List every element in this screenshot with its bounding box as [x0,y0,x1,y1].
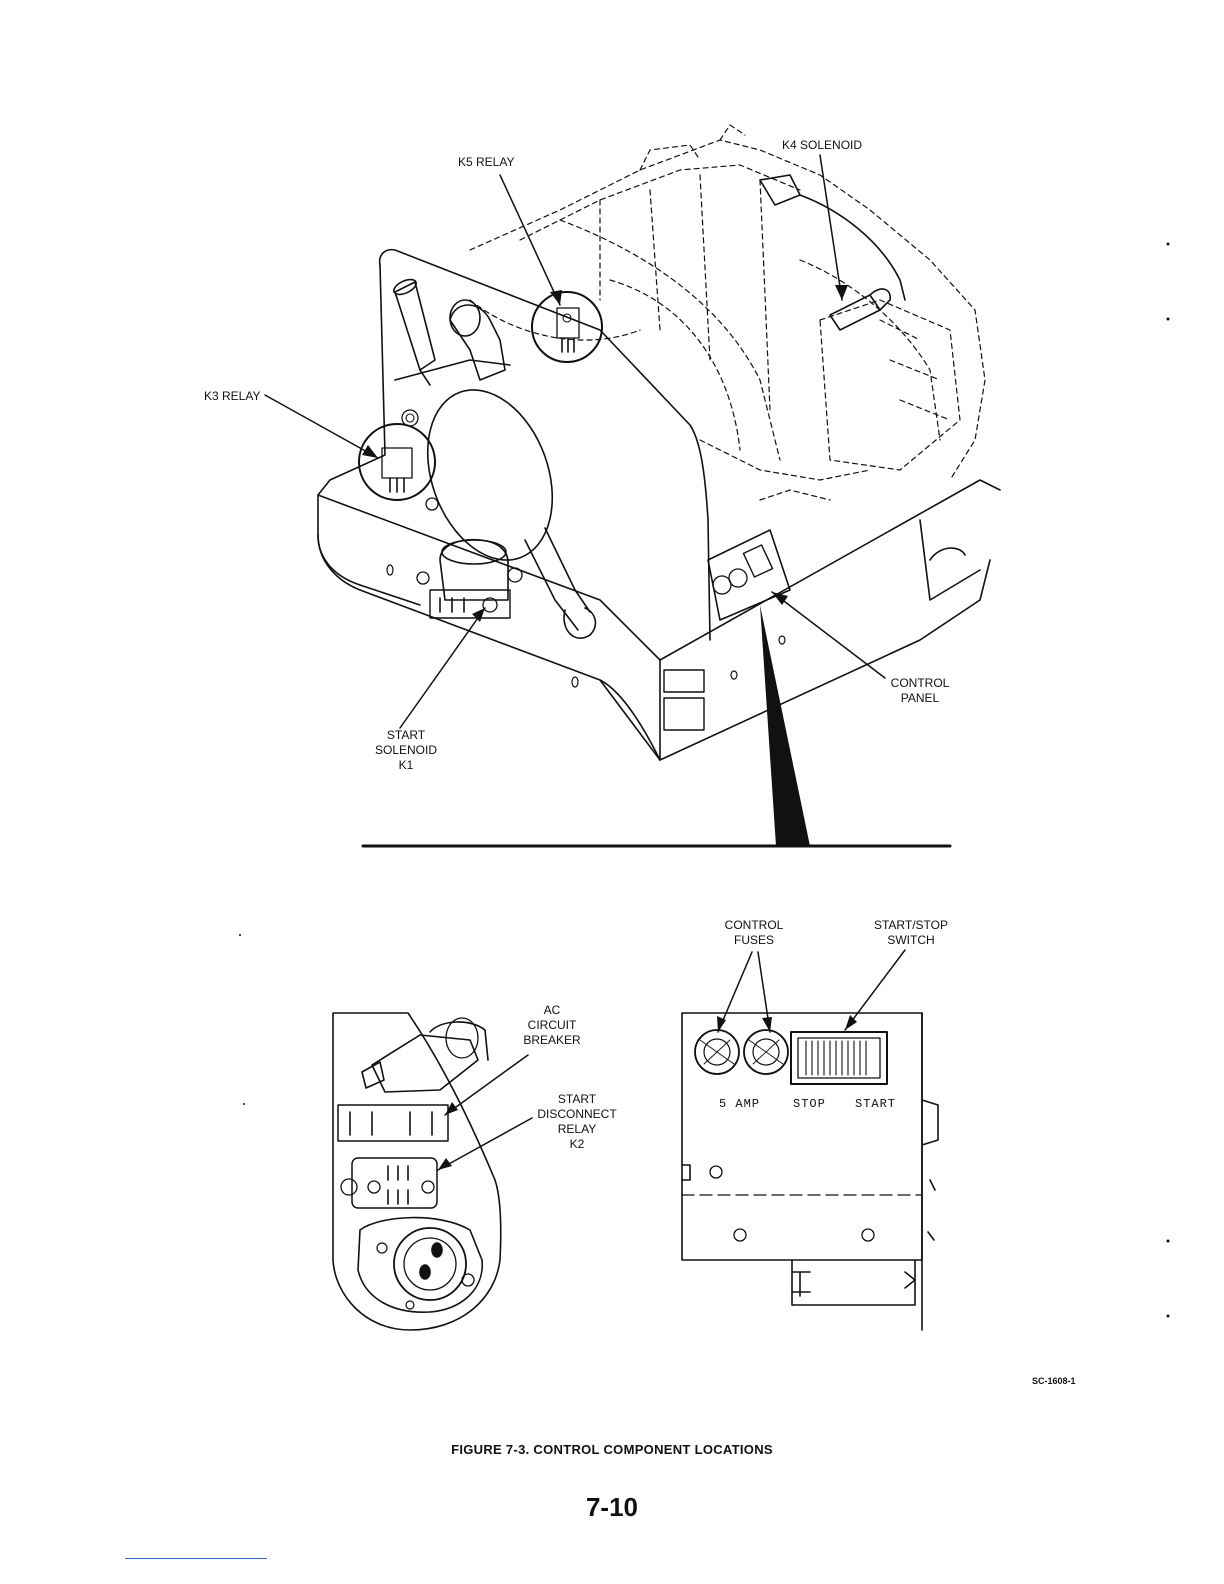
label-k5-relay: K5 RELAY [458,155,514,170]
access-cover [405,372,574,577]
label-start-solenoid-line2: SOLENOID [368,743,444,758]
start-stop-switch [791,1032,887,1084]
label-control-panel-line2: PANEL [882,691,958,706]
label-start-disconnect-relay-line3: RELAY [522,1122,632,1137]
base-tray [318,480,1000,660]
control-fuse-5a [695,1030,739,1074]
footer-rule [125,1558,267,1559]
k4-solenoid-part [830,295,880,330]
panel-marking-start: START [855,1097,896,1111]
label-ac-circuit-breaker-line2: CIRCUIT [514,1018,590,1033]
back-panel [380,250,710,640]
label-start-disconnect-relay-line4: K2 [522,1137,632,1152]
label-control-fuses-line2: FUSES [712,933,796,948]
label-k3-relay: K3 RELAY [204,389,260,404]
page-number: 7-10 [0,1492,1224,1523]
control-panel-part [708,530,790,620]
control-panel-view [682,950,938,1330]
relay-bracket [333,1013,501,1330]
label-ac-circuit-breaker-line3: BREAKER [514,1033,590,1048]
panel-marking-fuse-rating: 5 AMP [719,1097,760,1111]
label-start-solenoid-line3: K1 [368,758,444,773]
label-start-disconnect-relay: START DISCONNECT RELAY K2 [522,1092,632,1152]
engine-outline [470,125,985,500]
label-start-disconnect-relay-line2: DISCONNECT [522,1107,632,1122]
label-control-fuses-line1: CONTROL [712,918,796,933]
relay-bracket-view [333,1013,532,1330]
label-control-panel-line1: CONTROL [882,676,958,691]
label-start-stop-switch-line1: START/STOP [862,918,960,933]
figure-caption: FIGURE 7-3. CONTROL COMPONENT LOCATIONS [0,1442,1224,1457]
label-ac-circuit-breaker-line1: AC [514,1003,590,1018]
label-start-solenoid-line1: START [368,728,444,743]
label-start-stop-switch-line2: SWITCH [862,933,960,948]
label-start-stop-switch: START/STOP SWITCH [862,918,960,948]
label-start-disconnect-relay-line1: START [522,1092,632,1107]
label-ac-circuit-breaker: AC CIRCUIT BREAKER [514,1003,590,1048]
label-start-solenoid: START SOLENOID K1 [368,728,444,773]
control-fuse-second [744,1030,788,1074]
label-control-panel: CONTROL PANEL [882,676,958,706]
panel-marking-stop: STOP [793,1097,826,1111]
figure-reference-code: SC-1608-1 [1032,1376,1076,1386]
label-k4-solenoid: K4 SOLENOID [782,138,862,153]
label-control-fuses: CONTROL FUSES [712,918,796,948]
leader-lines-upper [265,155,885,728]
